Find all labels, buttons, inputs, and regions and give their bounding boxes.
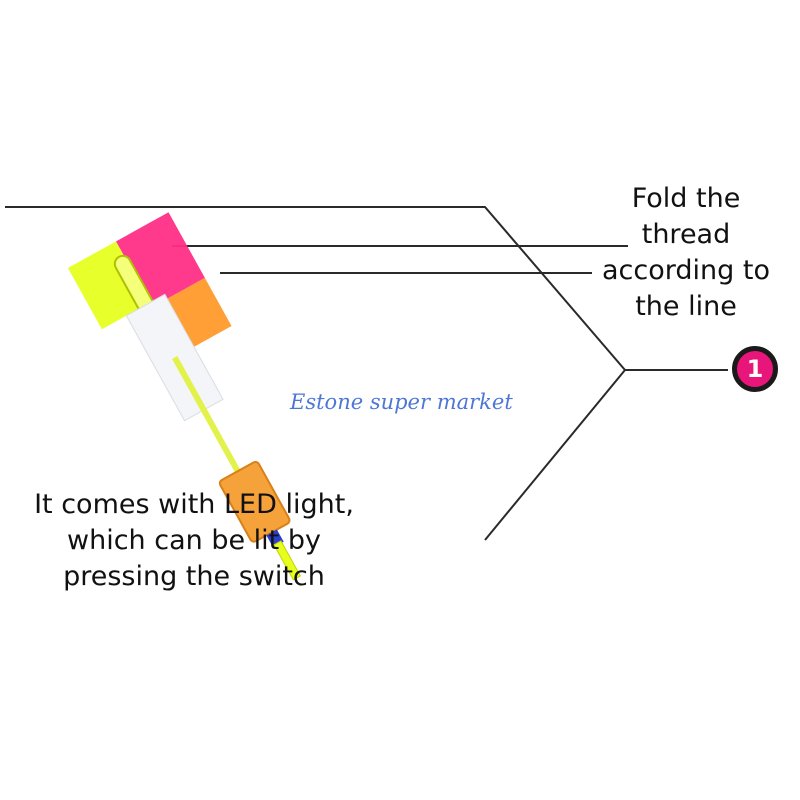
guide-line-led <box>484 369 626 541</box>
launcher-hook <box>273 540 302 581</box>
fin-yellow <box>67 241 150 330</box>
fin-pink <box>116 212 205 307</box>
step-number-badge: 1 <box>732 346 778 392</box>
store-watermark: Estone super market <box>290 390 513 414</box>
step-number: 1 <box>746 355 764 383</box>
rocket-toy <box>67 212 302 581</box>
led-feature-text: It comes with LED light, which can be li… <box>34 489 354 592</box>
shaft <box>172 356 246 482</box>
fold-instruction-text: Fold the thread according to the line <box>602 183 770 322</box>
launcher-block <box>218 460 291 543</box>
guide-line-top <box>5 206 728 371</box>
